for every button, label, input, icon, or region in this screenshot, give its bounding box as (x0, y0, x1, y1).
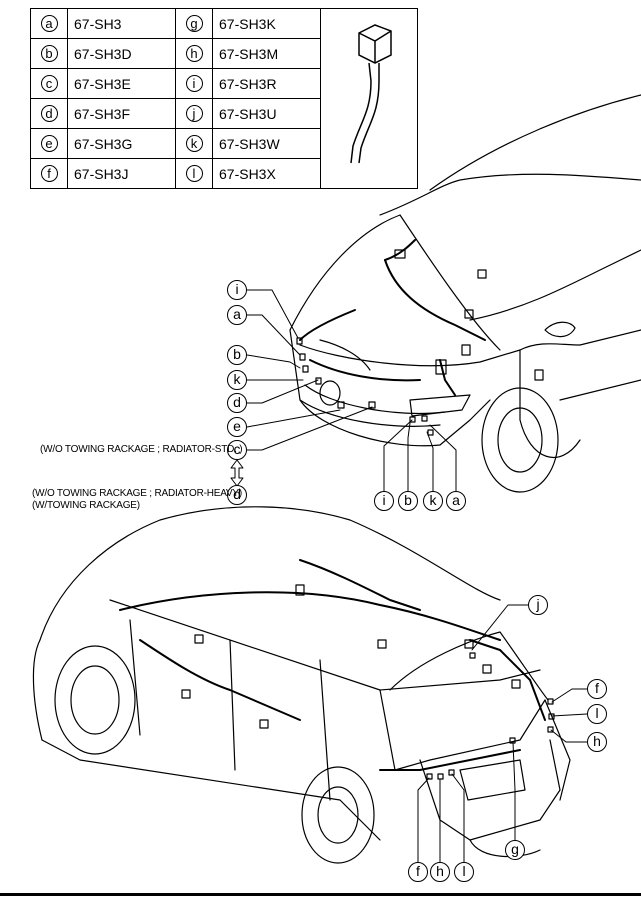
callout-b-front-left: b (227, 345, 247, 365)
legend-code-i: 67-SH3R (212, 68, 321, 99)
legend-key-h: h (185, 45, 203, 62)
legend-key-d: d (40, 105, 58, 122)
note-radiator-heavy: (W/O TOWING RACKAGE ; RADIATOR-HEAVY) (32, 488, 243, 499)
note-radiator-std: (W/O TOWING RACKAGE ; RADIATOR-STD. ) (40, 444, 243, 455)
callout-h-rear-bottom: h (430, 862, 450, 882)
callout-j-rear: j (528, 595, 548, 615)
callout-f-rear-right: f (587, 679, 607, 699)
rear-vehicle-drawing (32, 506, 571, 864)
legend-code-g: 67-SH3K (212, 8, 321, 39)
legend-code-k: 67-SH3W (212, 128, 321, 159)
legend-code-c: 67-SH3E (67, 68, 176, 99)
bottom-rule (0, 893, 641, 896)
connector-plug-icon (350, 24, 392, 164)
legend-key-e: e (40, 135, 58, 152)
callout-d-front-left: d (227, 393, 247, 413)
callout-k-front-bottom: k (423, 491, 443, 511)
connector-legend-table: a 67-SH3 g 67-SH3K b 67-SH3D h 67-SH3M c… (30, 8, 418, 189)
callout-l-rear-bottom: l (454, 862, 474, 882)
legend-key-g: g (185, 15, 203, 32)
callout-d-alt-front-left: d (227, 485, 247, 505)
legend-code-h: 67-SH3M (212, 38, 321, 69)
legend-code-l: 67-SH3X (212, 158, 321, 189)
legend-code-e: 67-SH3G (67, 128, 176, 159)
note-towing: (W/TOWING RACKAGE) (32, 500, 140, 511)
legend-code-b: 67-SH3D (67, 38, 176, 69)
legend-key-c: c (40, 75, 58, 92)
front-vehicle-drawing (289, 94, 641, 493)
legend-code-j: 67-SH3U (212, 98, 321, 129)
callout-k-front-left: k (227, 370, 247, 390)
legend-key-i: i (185, 75, 203, 92)
legend-key-f: f (40, 165, 58, 182)
connector-illustration-cell (320, 8, 418, 189)
callout-i-front-left: i (227, 280, 247, 300)
callout-a-front-left: a (227, 305, 247, 325)
callout-c-front-left: c (227, 440, 247, 460)
callout-b-front-bottom: b (398, 491, 418, 511)
callout-h-rear-right: h (587, 732, 607, 752)
callout-a-front-bottom: a (446, 491, 466, 511)
legend-key-l: l (185, 165, 203, 182)
callout-l-rear-right: l (587, 704, 607, 724)
callout-f-rear-bottom: f (408, 862, 428, 882)
legend-key-b: b (40, 45, 58, 62)
legend-code-d: 67-SH3F (67, 98, 176, 129)
callout-e-front-left: e (227, 417, 247, 437)
callout-i-front-bottom: i (374, 491, 394, 511)
legend-key-j: j (185, 105, 203, 122)
legend-key-a: a (40, 15, 58, 32)
legend-code-a: 67-SH3 (67, 8, 176, 39)
double-arrow-icon (230, 459, 244, 487)
legend-key-k: k (185, 135, 203, 152)
callout-g-rear-bottom: g (505, 840, 525, 860)
